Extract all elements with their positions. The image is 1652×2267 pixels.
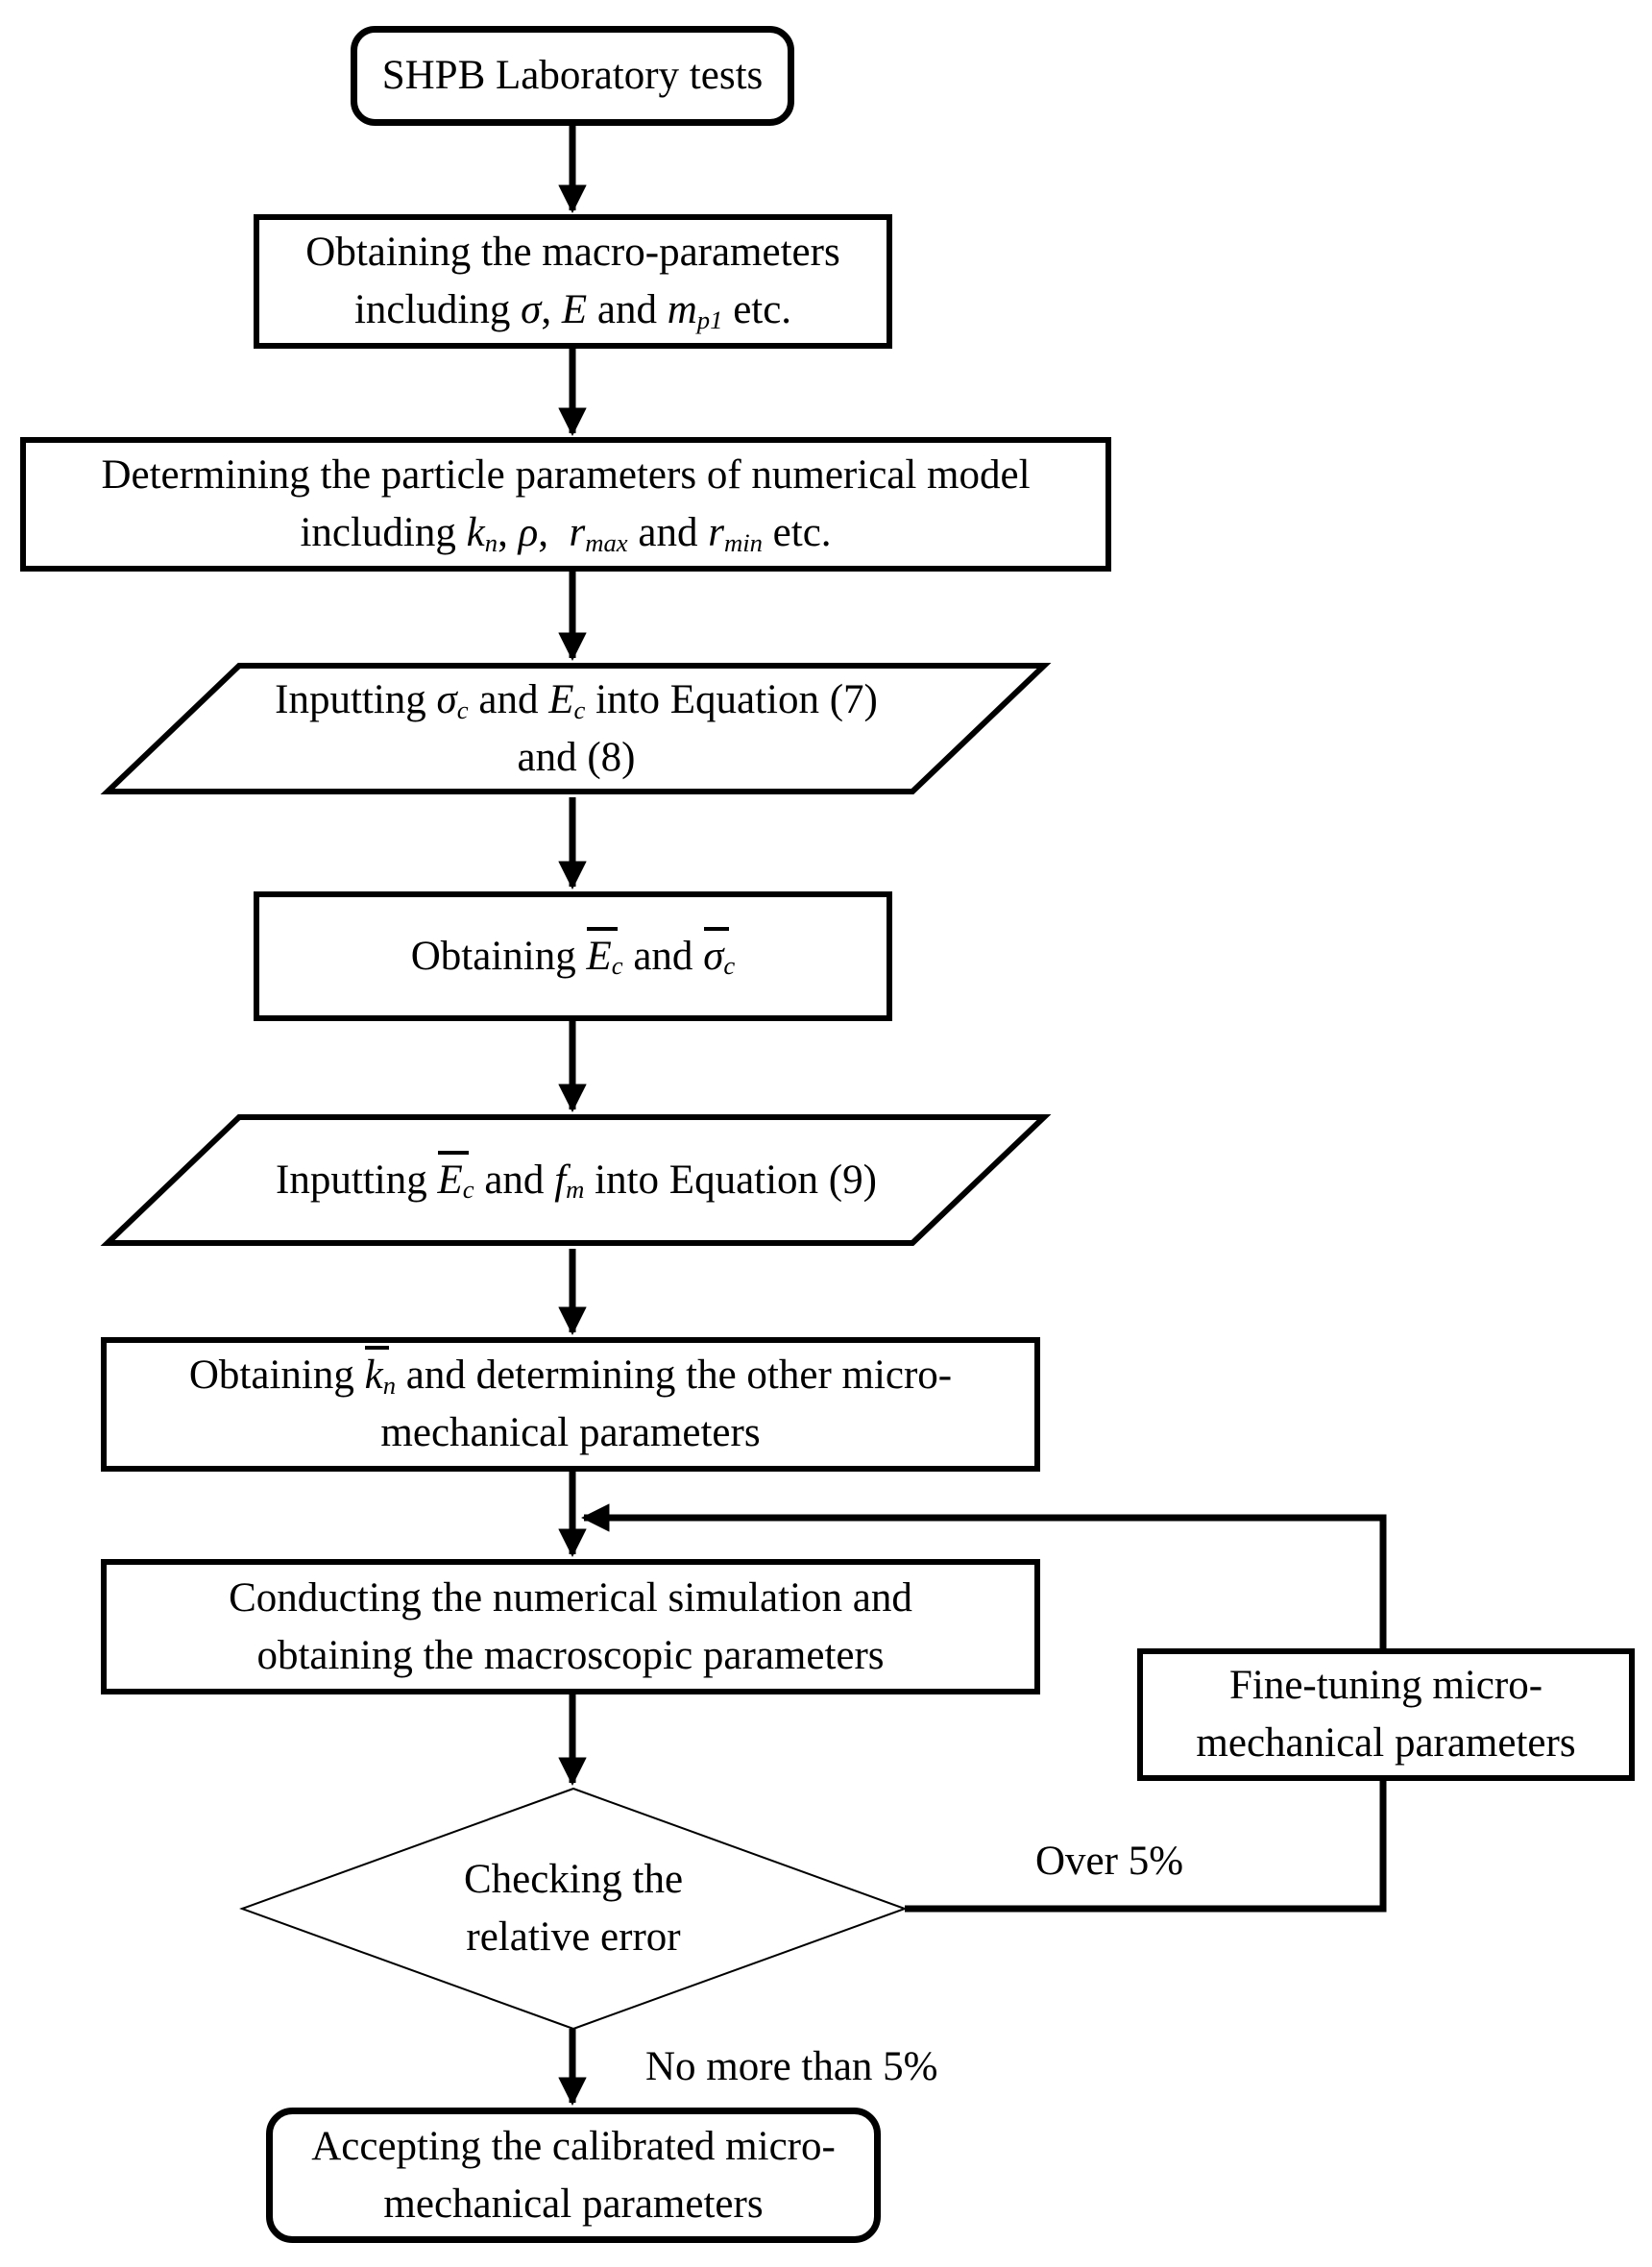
input78-node-label: Inputting σc and Ec into Equation (7)and… (275, 677, 878, 780)
simulate-node-shape (101, 1559, 1040, 1694)
edge-label-no-more-than-5-percent: No more than 5% (645, 2044, 938, 2089)
input9-node-shape (100, 1114, 1052, 1246)
check-decision-shape (239, 1787, 908, 2031)
start-node-shape (351, 26, 794, 126)
obtainec-node-shape (254, 891, 892, 1021)
input78-node-shape (100, 663, 1052, 794)
obtainkn-node-label: Obtaining kn and determining the other m… (101, 1337, 1040, 1472)
obtainkn-node-shape (101, 1337, 1040, 1472)
finetune-node-shape (1137, 1648, 1635, 1781)
edge-label-over-5-percent: Over 5% (1034, 1839, 1184, 1884)
macro-node-shape (254, 214, 892, 349)
particle-node-label: Determining the particle parameters of n… (101, 452, 1031, 557)
accept-node-label: Accepting the calibrated micro-mechanica… (311, 2123, 836, 2227)
start-node-label: SHPB Laboratory tests (381, 53, 764, 98)
input9-node-label: Inputting Ec and fm into Equation (9) (104, 1114, 1049, 1246)
particle-node-shape (20, 437, 1111, 572)
accept-node-shape (266, 2108, 881, 2243)
obtainec-node-label: Obtaining Ec and σc (254, 891, 892, 1021)
finetune-node-label: Fine-tuning micro-mechanical parameters (1196, 1663, 1576, 1766)
